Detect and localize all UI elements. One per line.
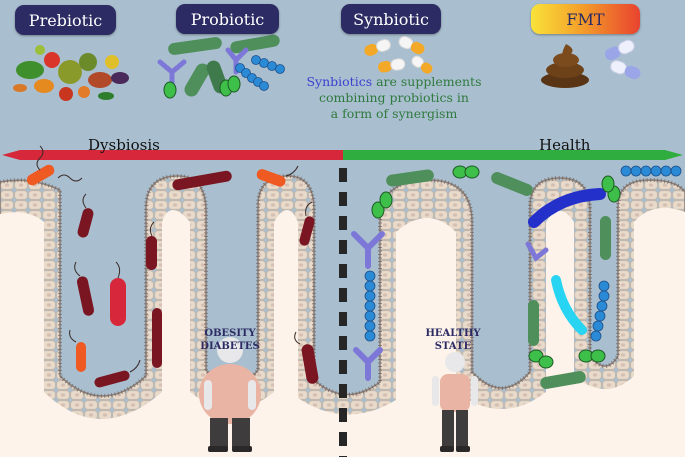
diabetes-text: DIABETES — [200, 341, 260, 352]
synbiotics-highlight: Synbiotics — [306, 74, 373, 89]
fmt-label: FMT — [531, 4, 640, 34]
health-arrow — [343, 150, 683, 160]
synbiotic-desc-line3: a form of synergism — [330, 106, 458, 121]
prebiotic-label: Prebiotic — [15, 5, 116, 35]
villi-core — [0, 207, 685, 457]
probiotic-bacteria-icon — [157, 34, 285, 99]
healthy-state-label: HEALTHY STATE — [418, 327, 488, 353]
dysbiosis-health-axis — [2, 150, 683, 160]
synbiotic-description: Synbiotics are supplements combining pro… — [286, 74, 502, 122]
healthy-text: HEALTHY — [425, 328, 481, 339]
rod-cyan — [551, 275, 587, 335]
dysbiosis-state-label: OBESITY DIABETES — [196, 327, 264, 353]
intestinal-villi — [0, 173, 685, 457]
capsules-icon-fmt — [604, 39, 641, 80]
vegetables-icon — [13, 45, 129, 101]
human-figure-icon-obese — [199, 337, 261, 452]
dysbiosis-arrow — [2, 150, 343, 160]
probiotic-label: Probiotic — [176, 4, 279, 34]
capsules-icon — [364, 35, 433, 74]
dysbiosis-label: Dysbiosis — [88, 136, 160, 154]
healthy-bacteria — [351, 165, 682, 389]
pathogen-bacteria — [26, 145, 319, 388]
stool-icon — [541, 44, 589, 88]
health-label: Health — [539, 136, 591, 154]
synbiotic-desc-line2: combining probiotics in — [319, 90, 469, 105]
obesity-text: OBESITY — [204, 328, 256, 339]
synbiotic-desc-line1: are supplements — [372, 74, 482, 89]
rod-blue — [528, 188, 606, 228]
synbiotic-label: Synbiotic — [341, 4, 441, 34]
human-figure-icon-healthy — [432, 352, 478, 452]
state-text: STATE — [434, 341, 472, 352]
